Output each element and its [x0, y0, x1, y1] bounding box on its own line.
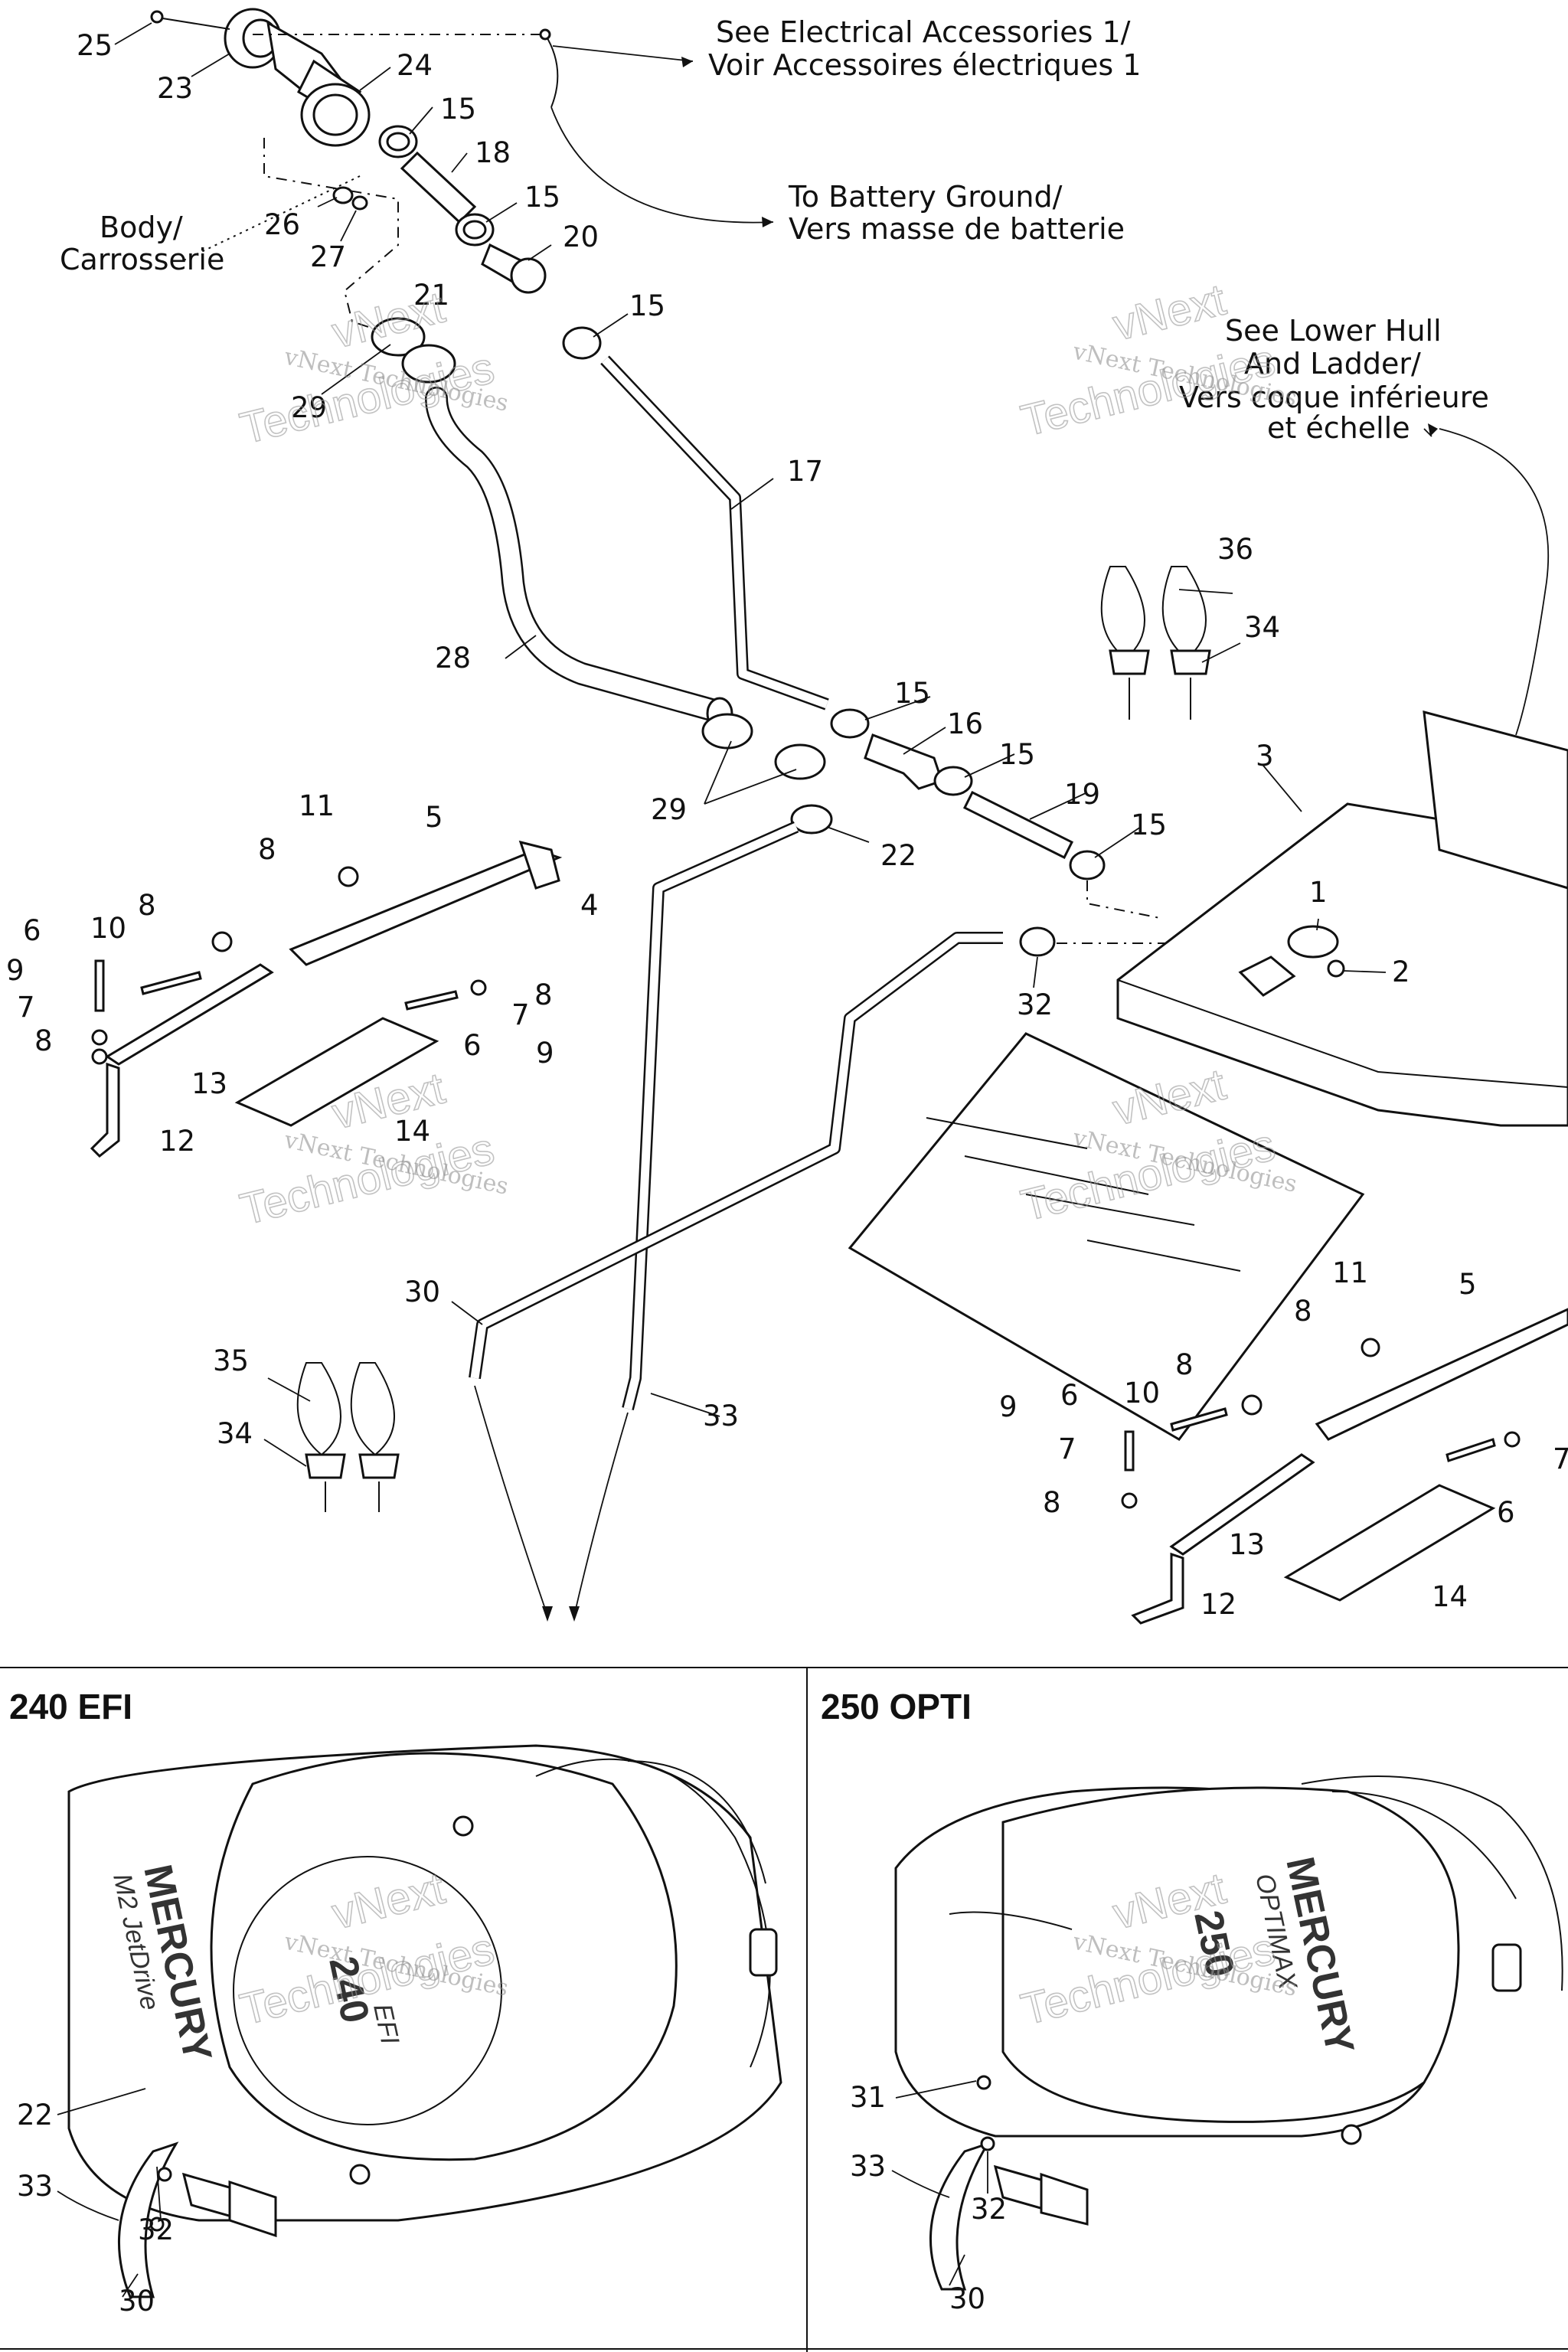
tie-straps-lower [296, 1362, 400, 1512]
label-part-12: 12 [1200, 1588, 1236, 1621]
panel-title-240-efi: 240 EFI [9, 1687, 132, 1726]
label-part-10: 10 [90, 912, 126, 945]
label-part-32: 32 [1017, 988, 1053, 1021]
label-part-12: 12 [159, 1125, 195, 1158]
note-hull-line2: And Ladder/ [1244, 347, 1421, 381]
note-battery-line1: To Battery Ground/ [788, 180, 1063, 214]
label-part-5: 5 [425, 801, 443, 834]
engine-250-opti: MERCURY OPTIMAX 250 [894, 1775, 1563, 2291]
label-part-1: 1 [1309, 876, 1328, 909]
svg-text:vNext: vNext [1108, 275, 1230, 351]
label-part-28: 28 [435, 642, 471, 675]
note-hull-line4: et échelle [1267, 411, 1410, 445]
label-part-6: 6 [1060, 1379, 1079, 1412]
note-hull-line3: Vers coque inférieure [1179, 381, 1489, 414]
label-part-14: 14 [394, 1115, 430, 1148]
label-part-8: 8 [534, 978, 553, 1011]
label-part-24: 24 [397, 49, 433, 82]
label-part-21: 21 [413, 279, 449, 312]
right-strap-assembly [1121, 1308, 1568, 1625]
label-part-32: 32 [138, 2213, 174, 2246]
panel-title-250-opti: 250 OPTI [821, 1687, 972, 1726]
label-part-30: 30 [949, 2282, 985, 2315]
label-part-7: 7 [1058, 1432, 1076, 1465]
label-part-4: 4 [580, 889, 599, 922]
label-part-10: 10 [1124, 1377, 1160, 1410]
label-part-13: 13 [191, 1067, 227, 1100]
label-part-8: 8 [34, 1024, 53, 1057]
note-body-line2: Carrosserie [60, 243, 224, 276]
label-part-15: 15 [629, 289, 665, 322]
label-part-33: 33 [17, 2170, 53, 2203]
engine-240-efi: MERCURY M2 JetDrive 240 EFI [67, 1744, 782, 2298]
label-part-16: 16 [947, 707, 983, 740]
label-part-22: 22 [880, 839, 916, 872]
lower-leader-lines [57, 2080, 988, 2298]
label-part-15: 15 [440, 93, 476, 126]
label-part-36: 36 [1217, 533, 1253, 566]
label-part-33: 33 [850, 2150, 886, 2183]
label-part-18: 18 [475, 136, 511, 169]
label-part-6: 6 [23, 914, 41, 947]
note-hull-line1: See Lower Hull [1225, 314, 1442, 348]
label-part-32: 32 [971, 2193, 1007, 2226]
label-part-8: 8 [1043, 1486, 1061, 1519]
label-part-11: 11 [299, 789, 335, 822]
tie-straps-upper [1100, 566, 1211, 720]
note-battery-line2: Vers masse de batterie [789, 212, 1125, 246]
label-part-22: 22 [17, 2099, 53, 2132]
annotation-notes: See Electrical Accessories 1/ Voir Acces… [60, 15, 1489, 445]
label-part-6: 6 [1497, 1496, 1515, 1529]
fuel-tank [1116, 802, 1568, 1127]
label-part-34: 34 [217, 1417, 253, 1450]
label-part-5: 5 [1459, 1268, 1477, 1301]
label-part-26: 26 [264, 208, 300, 241]
label-part-20: 20 [563, 220, 599, 253]
label-part-30: 30 [119, 2285, 155, 2318]
label-part-11: 11 [1332, 1256, 1368, 1289]
label-part-8: 8 [138, 889, 156, 922]
label-part-17: 17 [787, 455, 823, 488]
label-part-7: 7 [1553, 1442, 1568, 1475]
label-part-2: 2 [1392, 956, 1410, 988]
label-part-3: 3 [1256, 740, 1274, 773]
label-part-29: 29 [291, 391, 327, 424]
label-part-7: 7 [511, 998, 530, 1031]
left-strap-assembly [90, 840, 563, 1158]
label-part-15: 15 [999, 738, 1035, 771]
label-part-25: 25 [77, 29, 113, 62]
label-part-8: 8 [258, 833, 276, 866]
leader-lines [114, 22, 1387, 1467]
label-part-23: 23 [157, 72, 193, 105]
label-part-15: 15 [894, 677, 930, 710]
label-part-30: 30 [404, 1276, 440, 1308]
label-part-31: 31 [850, 2081, 886, 2114]
label-part-7: 7 [17, 991, 35, 1024]
label-part-6: 6 [463, 1029, 482, 1062]
label-part-8: 8 [1175, 1348, 1194, 1381]
label-part-27: 27 [310, 240, 346, 273]
label-part-9: 9 [999, 1390, 1018, 1423]
label-part-9: 9 [536, 1037, 554, 1070]
lower-part-labels: 22 33 32 30 31 33 32 30 [17, 2081, 1007, 2318]
clamp-15-upper [378, 125, 418, 158]
note-body-line1: Body/ [100, 211, 183, 244]
label-part-35: 35 [213, 1344, 249, 1377]
label-part-15: 15 [1131, 808, 1167, 841]
label-part-9: 9 [6, 954, 24, 987]
label-part-34: 34 [1244, 611, 1280, 644]
label-part-8: 8 [1294, 1295, 1312, 1328]
note-electrical-line1: See Electrical Accessories 1/ [716, 15, 1131, 49]
note-electrical-line2: Voir Accessoires électriques 1 [708, 48, 1141, 82]
label-part-19: 19 [1064, 778, 1100, 811]
part-labels: 25 23 24 15 18 15 20 21 15 26 27 29 17 2… [6, 29, 1568, 1621]
label-part-29: 29 [651, 793, 687, 826]
label-part-14: 14 [1432, 1580, 1468, 1613]
label-part-33: 33 [703, 1400, 739, 1432]
label-part-13: 13 [1229, 1528, 1265, 1561]
label-part-15: 15 [524, 181, 560, 214]
